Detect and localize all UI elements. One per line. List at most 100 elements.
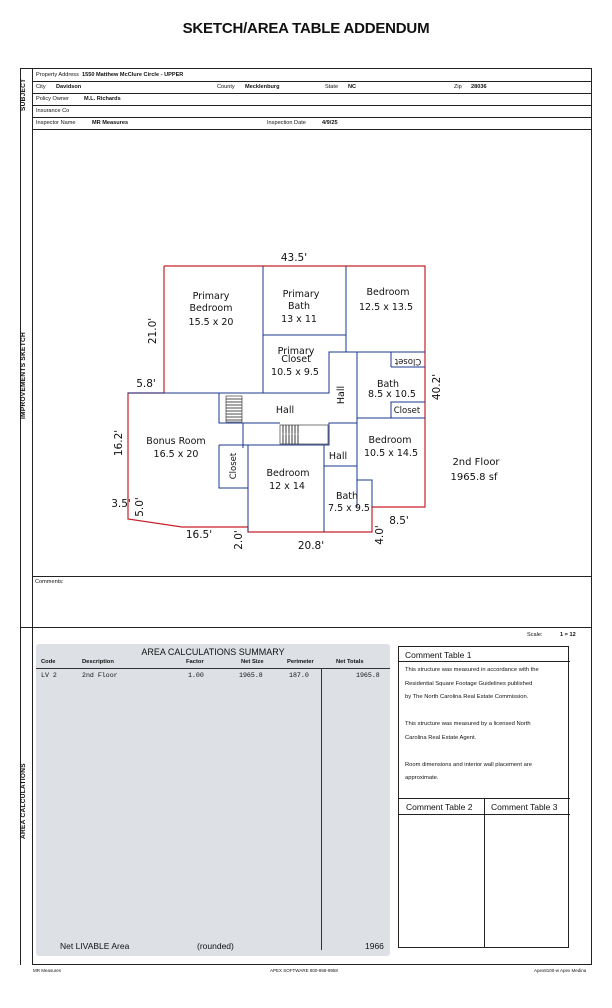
policy-owner-value: M.L. Richards xyxy=(84,96,121,102)
room-primary-bath-line2: Bath xyxy=(288,301,310,312)
area-calculations-panel: AREA CALCULATIONS SUMMARY Code Descripti… xyxy=(36,644,390,956)
room-primary-closet-line2: Closet xyxy=(281,354,311,365)
room-bedroom3-line1: Bedroom xyxy=(267,468,310,479)
divider xyxy=(33,129,591,130)
state-label: State xyxy=(325,84,339,90)
room-bath-b-line1: Bath xyxy=(336,491,358,502)
row-net-totals: 1965.8 xyxy=(356,672,380,679)
room-primary-bedroom-size: 15.5 x 20 xyxy=(189,317,234,328)
wall xyxy=(262,335,346,394)
dim-bottom-right: 8.5' xyxy=(389,515,409,527)
insurance-label: Insurance Co xyxy=(36,108,70,114)
subject-sidebar: SUBJECT xyxy=(20,69,33,119)
col-perimeter: Perimeter xyxy=(287,659,314,665)
interior-walls xyxy=(128,266,425,532)
policy-owner-label: Policy Owner xyxy=(36,96,69,102)
col-net-totals: Net Totals xyxy=(336,659,364,665)
wall xyxy=(219,444,249,488)
header-rule xyxy=(36,668,390,669)
scale-label: Scale: xyxy=(527,632,543,638)
inspector-value: MR Measures xyxy=(92,120,129,126)
col-description: Description xyxy=(82,659,114,665)
county-label: County xyxy=(217,84,235,90)
comment-line: by The North Carolina Real Estate Commis… xyxy=(405,694,529,700)
footer-right: Apex8100-w Apex Medina xyxy=(534,968,587,973)
room-hall3: Hall xyxy=(329,451,347,462)
room-bonus-room-size: 16.5 x 20 xyxy=(154,449,199,460)
property-address-value: 1550 Matthew McClure Circle - UPPER xyxy=(82,72,184,78)
area-summary-header: Code Description Factor Net Size Perimet… xyxy=(36,659,390,668)
dim-bottom-left: 16.5' xyxy=(186,529,212,541)
room-bedroom1-size: 12.5 x 13.5 xyxy=(359,302,413,313)
insurance-row: Insurance Co xyxy=(33,105,591,118)
policy-owner-row: Policy Owner M.L. Richards xyxy=(33,93,591,106)
scale-value: 1 = 12 xyxy=(560,632,576,638)
wall xyxy=(323,445,373,507)
property-address-label: Property Address xyxy=(36,72,79,78)
dim-bottom-step: 2.0' xyxy=(233,530,245,550)
floor-label: 2nd Floor xyxy=(452,457,500,468)
comment-line: Carolina Real Estate Agent. xyxy=(405,734,477,741)
floor-area: 1965.8 sf xyxy=(451,472,498,483)
inspection-date-label: Inspection Date xyxy=(267,120,306,126)
comment-table-3-title: Comment Table 3 xyxy=(491,802,558,812)
wall xyxy=(243,422,357,446)
comment-table-2-title: Comment Table 2 xyxy=(406,802,473,812)
room-bonus-room-line1: Bonus Room xyxy=(146,436,205,447)
sketch-sidebar: IMPROVEMENTS SKETCH xyxy=(20,119,33,627)
city-row: City Davidson County Mecklenburg State N… xyxy=(33,81,591,94)
net-livable-rounded: (rounded) xyxy=(197,941,234,951)
room-bedroom2-line1: Bedroom xyxy=(369,435,412,446)
room-primary-closet-size: 10.5 x 9.5 xyxy=(271,367,319,378)
divider xyxy=(33,576,591,577)
dim-left-upper: 21.0' xyxy=(147,318,159,344)
comment-line: approximate. xyxy=(405,775,439,781)
divider xyxy=(484,798,485,948)
row-net-size: 1965.8 xyxy=(239,672,263,679)
footer-center: APEX SOFTWARE 800-858-9958 xyxy=(270,968,338,973)
comment-line: Residential Square Footage Guidelines pu… xyxy=(405,680,533,687)
city-label: City xyxy=(36,84,46,90)
col-net-size: Net Size xyxy=(241,659,264,665)
room-primary-bath-size: 13 x 11 xyxy=(281,314,317,325)
dim-bottom-right-step: 4.0' xyxy=(374,525,386,545)
row-description: 2nd Floor xyxy=(82,672,118,679)
wall xyxy=(128,392,244,448)
row-code: LV 2 xyxy=(41,672,57,679)
room-primary-bedroom-line1: Primary xyxy=(193,291,230,302)
stairs-icon xyxy=(225,395,243,423)
state-value: NC xyxy=(348,84,357,90)
page-title: SKETCH/AREA TABLE ADDENDUM xyxy=(182,20,430,37)
room-hall1: Hall xyxy=(276,405,294,416)
city-value: Davidson xyxy=(56,84,82,90)
room-primary-bath-line1: Primary xyxy=(283,289,320,300)
room-bath-a-size: 8.5 x 10.5 xyxy=(368,389,416,400)
wall xyxy=(164,266,264,394)
dim-step: 5.8' xyxy=(136,378,156,390)
divider xyxy=(399,661,570,662)
comment-table-1-title: Comment Table 1 xyxy=(405,650,472,660)
inspector-row: Inspector Name MR Measures Inspection Da… xyxy=(33,117,591,129)
room-primary-bedroom-line2: Bedroom xyxy=(190,303,233,314)
dim-bottom-mid: 20.8' xyxy=(298,540,324,552)
dim-top: 43.5' xyxy=(281,252,307,264)
stairs-icon xyxy=(279,424,329,445)
room-primary-closet-line1: Primary xyxy=(278,346,315,357)
comment-line: Room dimensions and interior wall placem… xyxy=(405,761,532,768)
room-closet-a: Closet xyxy=(394,356,421,366)
zip-label: Zip xyxy=(454,84,462,90)
dim-left-mid: 16.2' xyxy=(113,430,125,456)
room-bedroom1-line1: Bedroom xyxy=(367,287,410,298)
addendum-form: SUBJECT IMPROVEMENTS SKETCH AREA CALCULA… xyxy=(20,68,592,965)
net-livable-label: Net LIVABLE Area xyxy=(60,941,130,951)
room-bath-b-size: 7.5 x 9.5 xyxy=(328,503,370,514)
totals-column-rule xyxy=(321,668,322,950)
net-livable-total: 1966 xyxy=(365,941,384,951)
county-value: Mecklenburg xyxy=(245,84,280,90)
col-factor: Factor xyxy=(186,659,204,665)
row-perimeter: 187.0 xyxy=(289,672,309,679)
inspector-label: Inspector Name xyxy=(36,120,76,126)
comment-tables: Comment Table 1 This structure was measu… xyxy=(398,646,570,948)
dim-right: 40.2' xyxy=(431,374,443,400)
